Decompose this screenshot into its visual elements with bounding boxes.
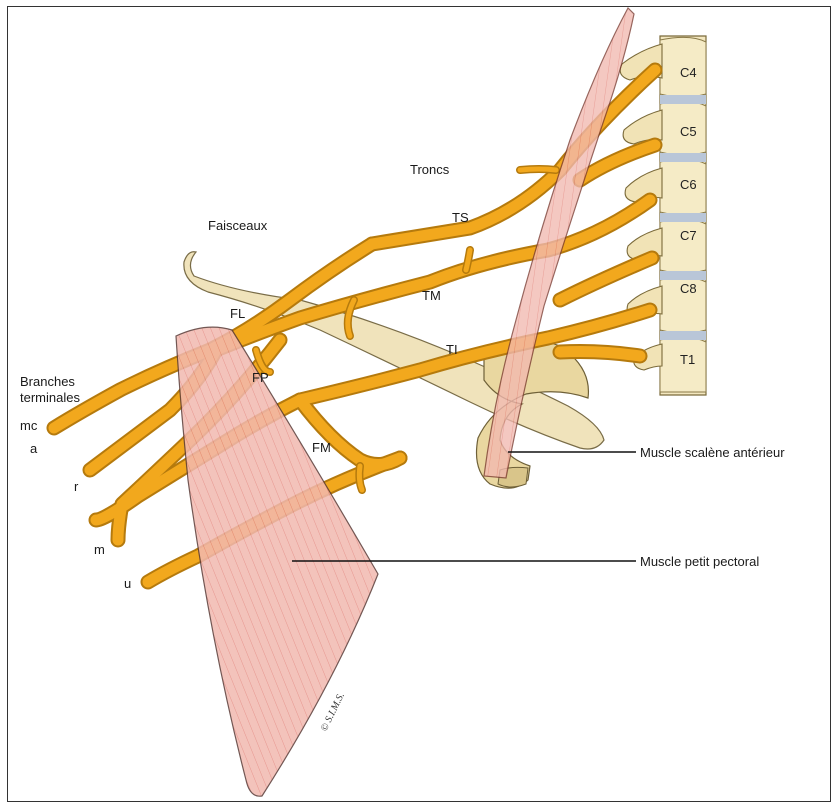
label-branch-m: m <box>94 542 105 557</box>
callout-scalene: Muscle scalène antérieur <box>640 445 785 460</box>
label-cord-fm: FM <box>312 440 331 455</box>
label-trunk-tm: TM <box>422 288 441 303</box>
label-branches-line2: terminales <box>20 390 80 405</box>
label-vertebra-c8: C8 <box>680 281 697 296</box>
label-vertebra-c4: C4 <box>680 65 697 80</box>
label-branch-mc: mc <box>20 418 38 433</box>
label-branch-u: u <box>124 576 131 591</box>
label-faisceaux: Faisceaux <box>208 218 268 233</box>
label-troncs: Troncs <box>410 162 450 177</box>
label-branch-a: a <box>30 441 38 456</box>
label-branch-r: r <box>74 479 79 494</box>
copyright-mark: © S.I.M.S. <box>319 691 347 733</box>
label-vertebra-c7: C7 <box>680 228 697 243</box>
label-trunk-ts: TS <box>452 210 469 225</box>
label-cord-fp: FP <box>252 370 269 385</box>
label-cord-fl: FL <box>230 306 245 321</box>
label-trunk-ti: TI <box>446 342 458 357</box>
label-vertebra-c6: C6 <box>680 177 697 192</box>
label-branches-line1: Branches <box>20 374 75 389</box>
label-vertebra-t1: T1 <box>680 352 695 367</box>
label-vertebra-c5: C5 <box>680 124 697 139</box>
callout-pectoral: Muscle petit pectoral <box>640 554 759 569</box>
